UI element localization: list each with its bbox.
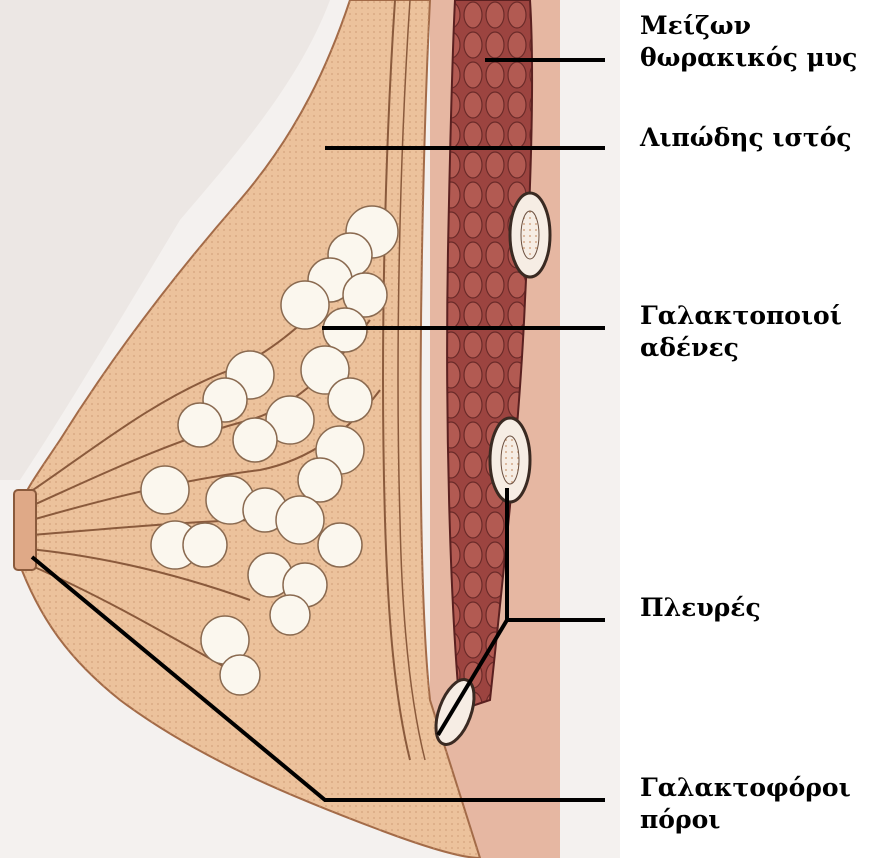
label-ducts-line2: πόροι (640, 804, 851, 836)
label-glands-line1: Γαλακτοποιοί (640, 300, 842, 332)
label-adipose-line1: Λιπώδης ιστός (640, 122, 852, 154)
label-ducts-line1: Γαλακτοφόροι (640, 772, 851, 804)
label-adipose-tissue: Λιπώδης ιστός (640, 122, 852, 154)
label-glands-line2: αδένες (640, 332, 842, 364)
label-ribs-line1: Πλευρές (640, 592, 761, 624)
label-pectoralis-major: Μείζων θωρακικός μυς (640, 10, 857, 74)
label-mammary-glands: Γαλακτοποιοί αδένες (640, 300, 842, 364)
label-lactiferous-ducts: Γαλακτοφόροι πόροι (640, 772, 851, 836)
label-pectoralis-line1: Μείζων (640, 10, 857, 42)
label-ribs: Πλευρές (640, 592, 761, 624)
rib-upper-core (521, 211, 539, 259)
rib-middle-core (501, 436, 519, 484)
label-pectoralis-line2: θωρακικός μυς (640, 42, 857, 74)
